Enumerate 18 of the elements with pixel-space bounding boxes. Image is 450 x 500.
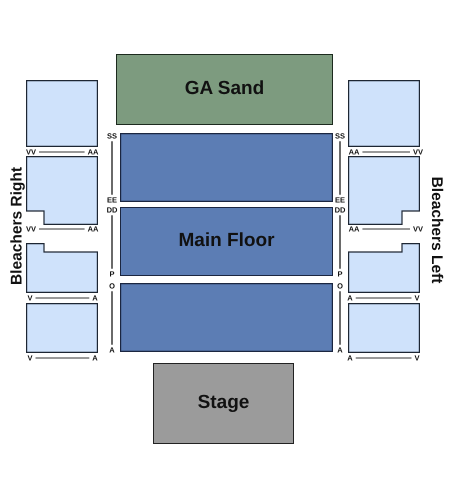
bleacher-section <box>26 243 98 293</box>
bleacher-section <box>348 243 420 293</box>
bleacher-section <box>26 156 98 225</box>
area-heading: Bleachers Left <box>428 176 444 284</box>
bleacher-section <box>348 80 420 147</box>
area-heading: Bleachers Right <box>9 167 25 285</box>
area-name: Stage <box>198 393 250 414</box>
seating-section <box>120 133 333 202</box>
section-name: Main Floor <box>178 231 275 252</box>
bleacher-section <box>26 80 98 147</box>
section-name: GA Sand <box>184 79 264 100</box>
bleacher-section <box>348 303 420 353</box>
stage-area <box>153 363 294 444</box>
bleacher-section <box>26 303 98 353</box>
bleacher-section <box>348 156 420 225</box>
seating-section <box>120 207 333 276</box>
seating-section <box>120 283 333 352</box>
seating-section <box>116 54 333 125</box>
